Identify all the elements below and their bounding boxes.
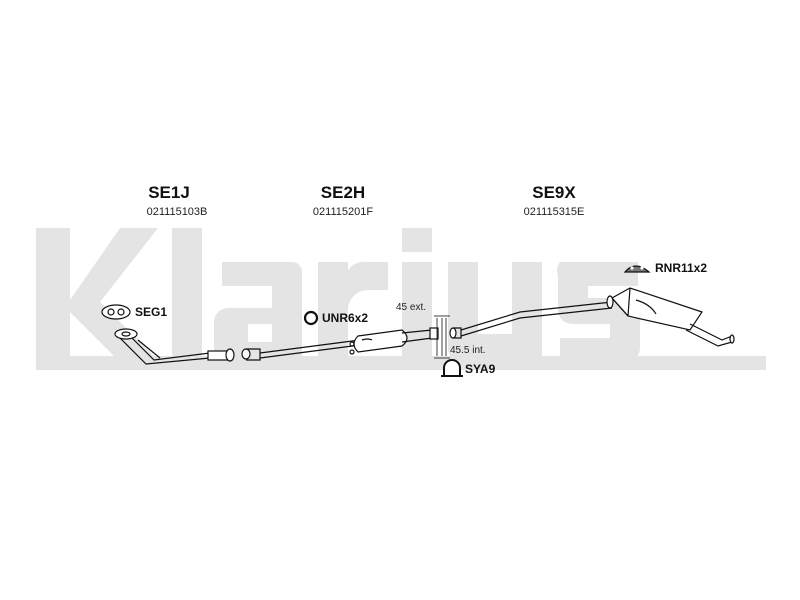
dimension-int-label: 45.5 int.	[450, 345, 486, 356]
accessory-seg1-label: SEG1	[135, 305, 168, 319]
part-code-se1j: SE1J	[148, 183, 190, 202]
part-code-se2h: SE2H	[320, 183, 366, 202]
part-number-se9x: 021115315E	[523, 206, 585, 218]
accessory-unr6x2-label: UNR6x2	[322, 311, 369, 325]
accessory-rnr11x2-label: RNR11x2	[655, 261, 708, 275]
part-number-se1j: 021115103B	[146, 206, 208, 218]
clamp-icon	[441, 359, 463, 377]
part-code-se9x: SE9X	[532, 183, 576, 202]
part-number-se2h: 021115201F	[312, 206, 374, 218]
center-section	[241, 327, 439, 361]
gasket-icon	[101, 304, 131, 320]
dimension-marks	[434, 315, 450, 359]
accessory-sya9-label: SYA9	[465, 362, 496, 376]
front-pipe	[114, 328, 235, 365]
dimension-ext-label: 45 ext.	[396, 302, 427, 313]
rubber-mount-icon	[623, 265, 651, 273]
ring-icon	[303, 310, 319, 326]
rear-section	[449, 287, 735, 347]
